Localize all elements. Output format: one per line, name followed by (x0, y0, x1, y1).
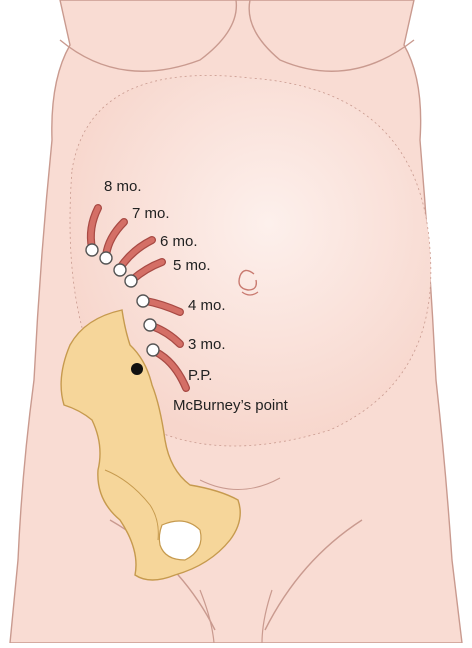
label-5-months: 5 mo. (173, 257, 211, 274)
label-7-months: 7 mo. (132, 205, 170, 222)
label-8-months: 8 mo. (104, 178, 142, 195)
label-4-months: 4 mo. (188, 297, 226, 314)
appendix-base-marker-7-months (100, 252, 112, 264)
label-pp: P.P. (188, 367, 212, 384)
appendix-base-marker-3-months (144, 319, 156, 331)
appendix-base-marker-pp (147, 344, 159, 356)
label-mcburney-point: McBurney’s point (173, 397, 289, 414)
appendix-base-marker-5-months (125, 275, 137, 287)
mcburney-point-marker (131, 363, 143, 375)
appendix-base-marker-4-months (137, 295, 149, 307)
appendix-base-marker-6-months (114, 264, 126, 276)
appendix-base-marker-8-months (86, 244, 98, 256)
label-6-months: 6 mo. (160, 233, 198, 250)
label-3-months: 3 mo. (188, 336, 226, 353)
